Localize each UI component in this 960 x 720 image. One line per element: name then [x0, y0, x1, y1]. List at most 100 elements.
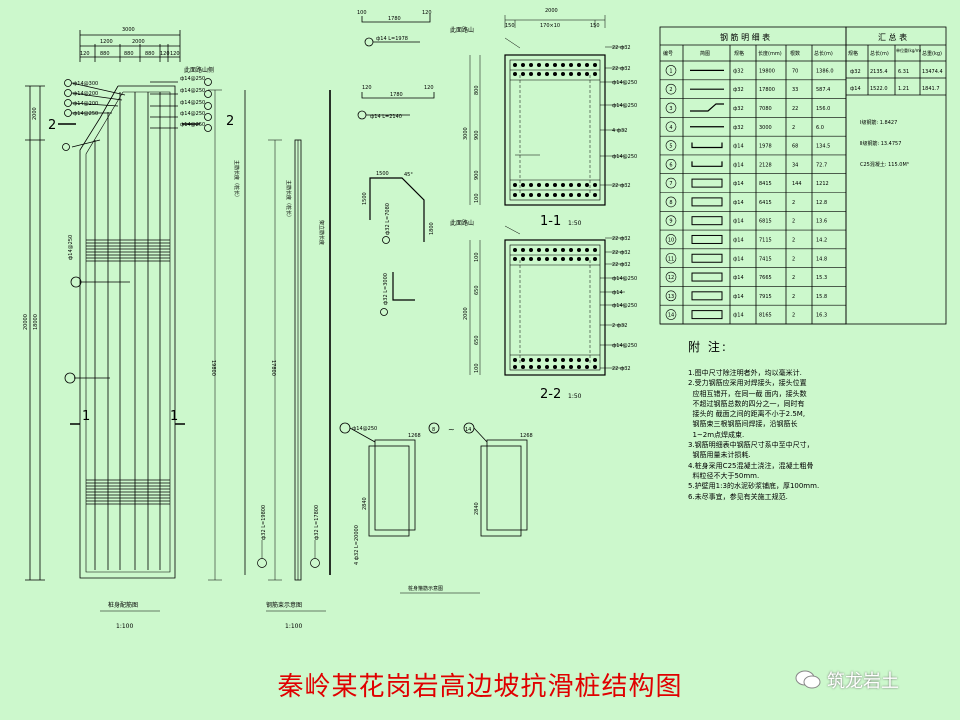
rebar-dot [593, 248, 597, 252]
cell-total: 134.5 [816, 144, 830, 150]
rebar-dot [561, 257, 565, 261]
bar-bottom-3: 4 ф32 L=20000 [354, 525, 360, 565]
rebar-dot [529, 72, 533, 76]
bar-dim-2: 17800 [270, 360, 276, 376]
shape-stirrup [691, 197, 723, 207]
s2-title: 2-2 [540, 387, 561, 402]
dim-h: 120 [170, 51, 180, 57]
rebar-dot [545, 248, 549, 252]
row-number: 6 [669, 162, 672, 168]
cell-spec: ф14 [733, 313, 744, 319]
elevation-caption: 桩身配筋图 [108, 601, 138, 609]
rebar-dot [553, 183, 557, 187]
rebar-dot [585, 193, 589, 197]
row-number-circle [665, 252, 677, 264]
dim-c: 120 [80, 51, 90, 57]
cell-spec: ф14 [733, 144, 744, 150]
bent-angle: 45° [404, 172, 413, 178]
rebar-dot [553, 365, 557, 369]
b8-dim-c: 120 [422, 10, 432, 16]
row-number: 10 [668, 237, 674, 243]
rebar-dot [569, 193, 573, 197]
s1-side-c: 900 [474, 170, 480, 180]
s2-callout-3: 22 ф32 [612, 262, 631, 268]
bar-bottom-1: ф32 L=19800 [261, 505, 267, 540]
rebar-dot [577, 72, 581, 76]
rebar-dot [577, 183, 581, 187]
row-number-circle [665, 196, 677, 208]
rebar-dot [569, 365, 573, 369]
rebar-dot [585, 257, 589, 261]
rebar-dot [593, 72, 597, 76]
s2-side-b: 650 [474, 285, 480, 295]
cell-spec: ф32 [733, 125, 744, 131]
rebar-dot [537, 63, 541, 67]
s1-side-label: 此面路山 [450, 26, 474, 34]
s2-callout-6: ф14@250 [612, 303, 637, 309]
rebar-dot [529, 63, 533, 67]
cell-spec: ф14 [733, 200, 744, 206]
s1-callout-2: 22 ф32 [612, 66, 631, 72]
rebar-dot [569, 358, 573, 362]
summary-r2-total: 1522.0 [870, 86, 888, 92]
rebar-dot [553, 257, 557, 261]
bent-label-1: ф32 L=7080 [385, 203, 391, 235]
cell-cnt: 33 [792, 87, 798, 93]
dim-side-top: 2000 [32, 107, 38, 120]
note-line: 应相互错开，在同一截 面内，接头数 [688, 389, 807, 398]
rebar-dot [569, 183, 573, 187]
shape-stirrup [691, 234, 723, 244]
cell-spec: ф32 [733, 106, 744, 112]
rebar-dot [593, 365, 597, 369]
callout-1: ф14@300 [73, 81, 98, 87]
rebar-dot [561, 193, 565, 197]
chat-bubble-icon [795, 670, 821, 689]
s2-side-d: 100 [474, 363, 480, 373]
summary-h1: 规格 [848, 50, 858, 57]
rebar-dot [529, 358, 533, 362]
cell-len: 17800 [759, 87, 775, 93]
rebar-dot [545, 365, 549, 369]
s2-side-total: 2000 [463, 307, 469, 320]
s1-callout-7: 22 ф32 [612, 183, 631, 189]
s2-callout-8: ф14@250 [612, 343, 637, 349]
summary-note-2: Ⅱ级钢筋: 13.4757 [860, 140, 901, 147]
rebar-dot [577, 257, 581, 261]
s2-scale: 1:50 [568, 393, 582, 400]
section-mark-1-left: 1 [82, 409, 90, 424]
row-number: 11 [668, 256, 674, 262]
summary-note-1: Ⅰ级钢筋: 1.8427 [860, 119, 897, 126]
stirrup-dim-2: 1268 [520, 433, 533, 439]
dim-g: 120 [160, 51, 170, 57]
s2-side-label: 此面路山 [450, 219, 474, 227]
b8-label: ф14 L=1978 [376, 36, 408, 42]
callout-10: ф14@250 [68, 235, 74, 260]
s2-callout-9: 22 ф32 [612, 366, 631, 372]
row-number: 4 [669, 125, 672, 131]
bent-dim-a: 1500 [376, 171, 389, 177]
rebar-dot [569, 257, 573, 261]
s1-callout-3: ф14@250 [612, 80, 637, 86]
dim-e: 880 [124, 51, 134, 57]
rebar-dot [513, 365, 517, 369]
section-mark-2-left: 2 [48, 118, 56, 133]
rebar-dot [553, 72, 557, 76]
rebar-dot [577, 63, 581, 67]
bar-label-2: 主筋长度（桩长） [285, 180, 292, 220]
cell-total: 6.0 [816, 125, 824, 131]
b9-label: ф14 L=2140 [370, 114, 402, 120]
rebar-dot [513, 193, 517, 197]
s1-dim-a: 150 [505, 23, 515, 29]
cell-len: 2128 [759, 162, 772, 168]
row-number: 9 [669, 219, 672, 225]
row-number: 13 [668, 294, 674, 300]
cell-cnt: 34 [792, 162, 798, 168]
steel-header-spec: 规格 [734, 50, 744, 57]
rebar-dot [521, 193, 525, 197]
row-number: 8 [669, 200, 672, 206]
cell-len: 19800 [759, 68, 775, 74]
cell-len: 7665 [759, 275, 772, 281]
steel-table-title: 钢 筋 明 细 表 [720, 32, 770, 42]
row-number: 1 [669, 68, 672, 74]
